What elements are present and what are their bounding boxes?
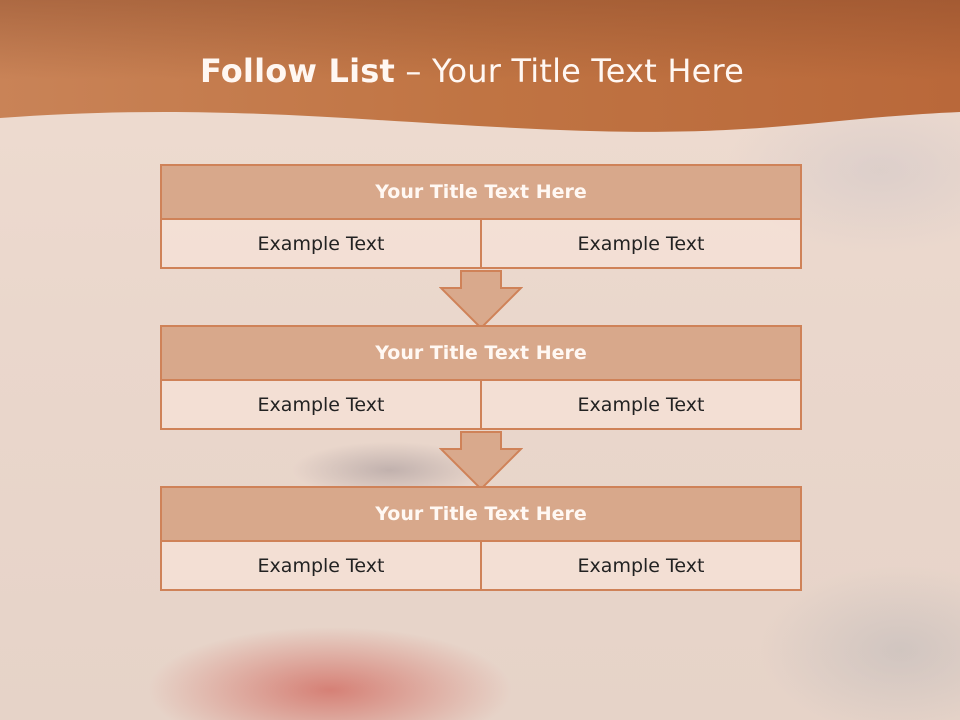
slide-title: Follow List – Your Title Text Here <box>0 52 944 90</box>
follow-block-1: Your Title Text Here Example Text Exampl… <box>160 164 802 269</box>
block-title: Your Title Text Here <box>160 486 802 542</box>
block-row: Example Text Example Text <box>160 381 802 430</box>
block-row: Example Text Example Text <box>160 220 802 269</box>
block-title: Your Title Text Here <box>160 164 802 220</box>
slide-title-bold: Follow List <box>199 52 396 90</box>
block-cell-right: Example Text <box>480 220 800 267</box>
header-band <box>0 0 960 132</box>
block-cell-left: Example Text <box>162 381 480 428</box>
block-row: Example Text Example Text <box>160 542 802 591</box>
down-arrow-icon <box>439 270 523 330</box>
block-cell-right: Example Text <box>480 542 800 589</box>
follow-block-3: Your Title Text Here Example Text Exampl… <box>160 486 802 591</box>
slide-title-rest: – Your Title Text Here <box>405 52 745 90</box>
follow-block-2: Your Title Text Here Example Text Exampl… <box>160 325 802 430</box>
down-arrow-icon <box>439 431 523 491</box>
block-title: Your Title Text Here <box>160 325 802 381</box>
block-cell-right: Example Text <box>480 381 800 428</box>
block-cell-left: Example Text <box>162 220 480 267</box>
block-cell-left: Example Text <box>162 542 480 589</box>
